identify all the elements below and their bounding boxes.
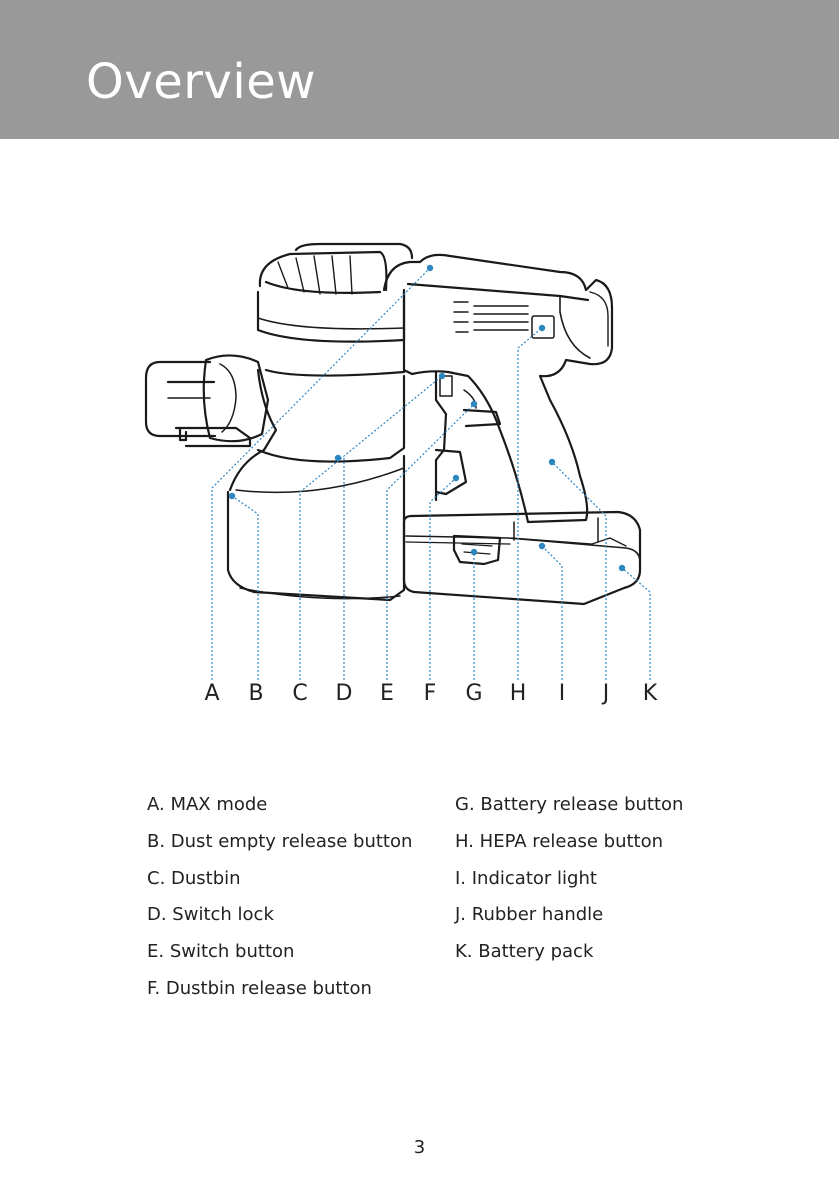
callout-letter-b: B (248, 681, 263, 706)
callout-letter-j: J (601, 681, 610, 706)
legend-column-right: G. Battery release button H. HEPA releas… (455, 790, 683, 974)
callout-letter-e: E (380, 681, 394, 706)
vacuum-diagram: A B C D E F G H I J K (0, 200, 839, 720)
legend-item-e: E. Switch button (147, 937, 412, 974)
callout-letter-d: D (336, 681, 353, 706)
legend-item-j: J. Rubber handle (455, 900, 683, 937)
callout-letter-a: A (204, 681, 219, 706)
callout-letter-f: F (424, 681, 437, 706)
legend-item-a: A. MAX mode (147, 790, 412, 827)
legend-item-i: I. Indicator light (455, 864, 683, 901)
legend-item-k: K. Battery pack (455, 937, 683, 974)
callout-letter-h: H (510, 681, 527, 706)
callout-letter-i: I (559, 681, 566, 706)
legend-column-left: A. MAX mode B. Dust empty release button… (147, 790, 412, 1011)
legend-item-h: H. HEPA release button (455, 827, 683, 864)
callout-letter-c: C (292, 681, 307, 706)
legend-item-c: C. Dustbin (147, 864, 412, 901)
legend-item-f: F. Dustbin release button (147, 974, 412, 1011)
callout-letters: A B C D E F G H I J K (204, 681, 657, 706)
callout-letter-k: K (643, 681, 658, 706)
page-number: 3 (0, 1137, 839, 1158)
legend-item-d: D. Switch lock (147, 900, 412, 937)
header-bar: Overview (0, 0, 839, 139)
legend-item-b: B. Dust empty release button (147, 827, 412, 864)
vacuum-illustration: A B C D E F G H I J K (0, 200, 839, 720)
page-title: Overview (86, 58, 316, 106)
legend-item-g: G. Battery release button (455, 790, 683, 827)
callout-letter-g: G (465, 681, 482, 706)
